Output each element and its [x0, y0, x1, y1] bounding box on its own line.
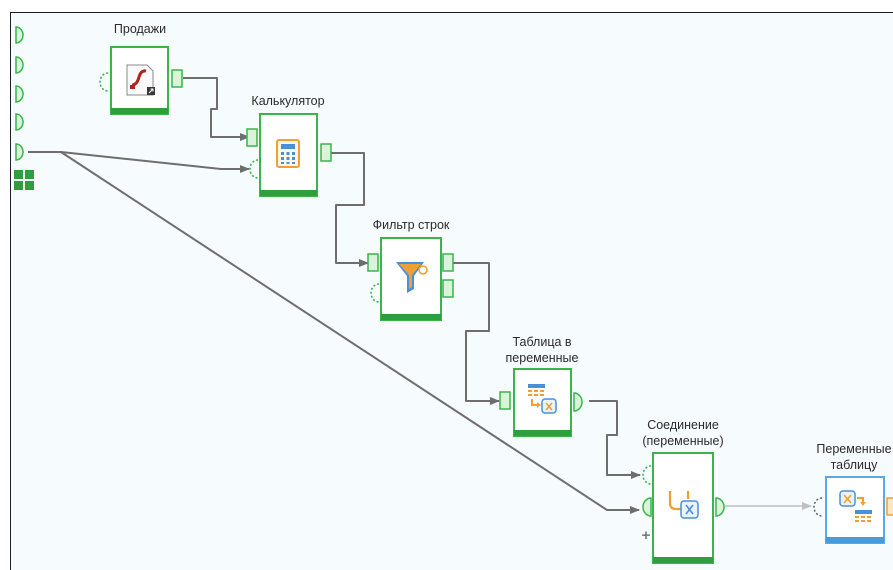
node-table-to-variables-label: Таблица в переменные	[492, 334, 592, 366]
node-calculator-label-text: Калькулятор	[251, 94, 325, 108]
node-calculator-input-port[interactable]	[246, 128, 258, 147]
node-join-variables-label-line2: (переменные)	[642, 434, 724, 448]
node-variables-to-table[interactable]	[813, 476, 893, 544]
node-join-variables-label-line1: Соединение	[647, 418, 719, 432]
table-to-variable-icon	[528, 384, 557, 414]
workflow-canvas[interactable]: + Продажи Калькулятор Фильтр строк Табли…	[10, 12, 893, 570]
node-row-filter-output-port-2[interactable]	[442, 279, 454, 298]
node-join-variables-output-port[interactable]	[715, 497, 725, 517]
variable-to-table-icon	[839, 490, 872, 522]
workflow-diagram: +	[14, 26, 893, 564]
node-variables-to-table-optional-input-port[interactable]	[813, 497, 823, 517]
node-sales-label: Продажи	[101, 21, 179, 37]
node-row-filter[interactable]	[367, 237, 454, 321]
node-calculator-optional-input-port[interactable]	[249, 159, 259, 179]
node-calculator[interactable]	[246, 113, 332, 197]
workflow-grid-icon[interactable]	[14, 170, 34, 190]
add-port-button[interactable]: +	[642, 527, 651, 544]
node-sales-output-port[interactable]	[171, 69, 183, 88]
node-join-variables-label: Соединение (переменные)	[628, 417, 738, 449]
node-variables-to-table-output-port[interactable]	[886, 497, 893, 516]
calculator-icon	[276, 139, 300, 168]
node-calculator-label: Калькулятор	[238, 93, 338, 109]
node-table-to-variables[interactable]	[499, 368, 583, 437]
node-sales-label-text: Продажи	[113, 22, 167, 36]
node-table-to-variables-variable-output-port[interactable]	[573, 392, 583, 412]
node-sales-optional-input-port[interactable]	[99, 72, 109, 92]
node-row-filter-optional-input-port[interactable]	[370, 283, 380, 303]
add-port-plus-glyph: +	[642, 527, 651, 544]
node-table-to-variables-input-port[interactable]	[499, 391, 511, 410]
funnel-filter-icon	[396, 262, 428, 293]
node-variables-to-table-label-line1: Переменные	[816, 442, 892, 456]
connector-table2var-join[interactable]	[589, 400, 641, 479]
connector-port5-join[interactable]	[60, 151, 640, 514]
node-calculator-output-port[interactable]	[320, 143, 332, 162]
connector-filter-table2var[interactable]	[453, 262, 500, 405]
node-row-filter-output-port-1[interactable]	[442, 253, 454, 272]
connector-port5-calculator[interactable]	[28, 151, 250, 173]
input-port-1[interactable]	[15, 26, 24, 44]
workflow-input-ports	[15, 26, 24, 161]
connector-calculator-filter[interactable]	[331, 152, 369, 267]
input-port-5[interactable]	[15, 143, 24, 161]
connector-sales-calculator[interactable]	[183, 77, 250, 141]
node-variables-to-table-label-line2: таблицу	[830, 458, 878, 472]
node-table-to-variables-label-line1: Таблица в	[512, 335, 572, 349]
node-sales[interactable]	[99, 46, 183, 115]
input-port-2[interactable]	[15, 56, 24, 74]
node-table-to-variables-label-line2: переменные	[505, 351, 579, 365]
node-join-variables-input-port-2[interactable]	[642, 497, 652, 517]
spreadsheet-file-icon	[126, 64, 155, 96]
input-port-3[interactable]	[15, 85, 24, 103]
node-row-filter-label-text: Фильтр строк	[372, 218, 450, 232]
node-join-variables[interactable]	[642, 452, 725, 564]
node-join-variables-optional-input-port-1[interactable]	[642, 465, 652, 485]
node-variables-to-table-label: Переменные таблицу	[809, 441, 893, 473]
join-variables-icon	[668, 491, 699, 519]
input-port-4[interactable]	[15, 113, 24, 131]
node-row-filter-label: Фильтр строк	[356, 217, 466, 233]
node-row-filter-input-port[interactable]	[367, 253, 379, 272]
